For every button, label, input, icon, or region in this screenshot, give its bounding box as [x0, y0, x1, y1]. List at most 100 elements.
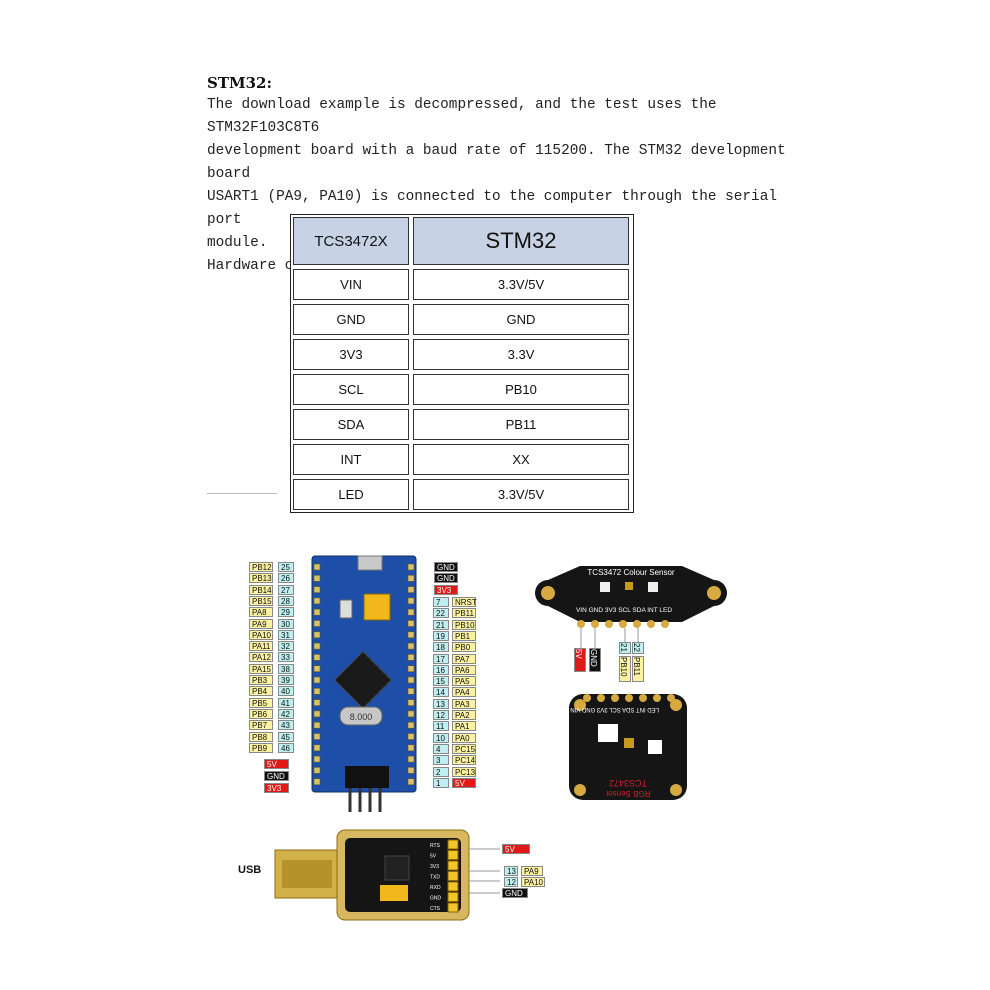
- pin-number-label: 28: [278, 595, 294, 606]
- pin-number-label: 17: [433, 653, 449, 664]
- table-cell: GND: [293, 304, 409, 335]
- pin-number-label: 7: [433, 597, 449, 607]
- table-header-row: TCS3472X STM32: [291, 215, 633, 267]
- wire-pin-number: 22: [632, 642, 644, 654]
- pin-name-label: PA11: [249, 641, 273, 652]
- pin-number-label: 31: [278, 629, 294, 640]
- pin-name-label: PB1: [452, 630, 476, 641]
- usb-pin-label: GND: [430, 896, 442, 902]
- text-line-4: module.: [207, 235, 268, 251]
- power-pin-label: 3V3: [434, 584, 458, 595]
- header-pin: [407, 699, 415, 706]
- wire-label-gnd: GND: [589, 648, 601, 672]
- pin-name-label: PB12: [249, 562, 273, 572]
- header-pin: [447, 892, 459, 902]
- table-header-cell: TCS3472X: [293, 217, 409, 265]
- pin-name-label: PB14: [249, 584, 273, 595]
- table-cell: PB10: [413, 374, 629, 405]
- solder-pad: [633, 620, 641, 628]
- header-pin: [313, 755, 321, 763]
- pin-name-label: PA2: [452, 710, 476, 720]
- header-pin: [313, 574, 321, 582]
- header-pin: [313, 665, 321, 673]
- pin-name-label: PB9: [249, 742, 273, 753]
- table-header-cell: STM32: [413, 217, 629, 265]
- table-cell: GND: [413, 304, 629, 335]
- header-pin: [407, 665, 415, 673]
- pin-name-label: PA12: [249, 652, 273, 663]
- pin-number-label: 12: [433, 710, 449, 720]
- wire-pin-number: 21: [619, 642, 631, 654]
- pin-name-label: PA3: [452, 698, 476, 709]
- header-pin: [313, 654, 321, 661]
- solder-pad: [605, 620, 613, 628]
- table-row: GND GND: [291, 302, 633, 337]
- header-pin: [313, 744, 321, 752]
- table-cell: XX: [413, 444, 629, 475]
- bottom-pin-labels: LED INT SDA SCL 3V3 GND VIN: [570, 706, 659, 712]
- header-pin: [313, 620, 321, 627]
- header-pin: [407, 642, 415, 650]
- header-pin: [447, 881, 459, 892]
- table-row: LED 3.3V/5V: [291, 477, 633, 512]
- header-pin: [313, 778, 321, 786]
- header-pin: [407, 676, 415, 684]
- header-pin: [313, 597, 321, 605]
- pin-number-label: 19: [433, 630, 449, 641]
- table-cell: 3.3V/5V: [413, 479, 629, 510]
- header-pin: [313, 586, 321, 593]
- usb-pin-label: CTS: [430, 906, 441, 912]
- pin-name-label: PA15: [249, 663, 273, 674]
- pin-name-label: PB7: [249, 720, 273, 731]
- pin-number-label: 10: [433, 732, 449, 743]
- pin-name-label: PB6: [249, 708, 273, 719]
- wire-label-pb11: PB11: [632, 656, 644, 682]
- header-pin: [407, 733, 415, 740]
- pin-number-label: 1: [433, 777, 449, 788]
- header-pin: [313, 733, 321, 740]
- usb-pin-label: 3V3: [430, 864, 439, 870]
- micro-usb-port: [357, 555, 383, 571]
- header-pin: [313, 608, 321, 616]
- pin-name-label: PB8: [249, 731, 273, 742]
- header-pin: [407, 574, 415, 582]
- pin-number-label: 3: [433, 755, 449, 766]
- header-pin: [313, 699, 321, 706]
- pin-number-label: 16: [433, 664, 449, 675]
- pin-number-label: 30: [278, 618, 294, 629]
- pin-name-label: PB3: [249, 675, 273, 685]
- connection-table: TCS3472X STM32 VIN 3.3V/5V GND GND 3V3 3…: [290, 214, 634, 513]
- table-cell: SDA: [293, 409, 409, 440]
- header-pin: [407, 654, 415, 661]
- pin-number-label: 45: [278, 731, 294, 742]
- solder-pad: [639, 694, 647, 702]
- bottom-subtitle: RGB Sensor: [605, 789, 650, 798]
- header-pin: [407, 586, 415, 593]
- header-pin: [313, 687, 321, 695]
- table-cell: LED: [293, 479, 409, 510]
- wire-label-5v: 5V: [502, 844, 530, 854]
- header-pin: [407, 767, 415, 774]
- pin-name-label: NRST: [452, 597, 477, 607]
- header-pin: [407, 687, 415, 695]
- pin-name-label: PA10: [249, 629, 273, 640]
- header-pin: [407, 631, 415, 639]
- usb-pin-label: 5V: [430, 854, 437, 860]
- wire-pin-number: 13: [504, 866, 518, 876]
- usb-label: USB: [238, 864, 262, 876]
- divider-line: [207, 493, 277, 494]
- boot-jumpers: [363, 593, 391, 621]
- table-cell: 3.3V/5V: [413, 269, 629, 300]
- header-pin: [407, 563, 415, 571]
- stm32-board: 8.000: [311, 555, 417, 812]
- tcs3472-breakout-top: TCS3472 Colour Sensor VIN GND 3V3 SCL SD…: [535, 566, 727, 628]
- pin-name-label: PA9: [249, 618, 273, 629]
- header-pin: [313, 563, 321, 571]
- power-pin-label: 3V3: [264, 783, 289, 793]
- table-cell: INT: [293, 444, 409, 475]
- header-pin: [313, 631, 321, 639]
- header-pin: [407, 778, 415, 786]
- pin-name-label: PA8: [249, 607, 273, 618]
- pin-number-label: 14: [433, 687, 449, 698]
